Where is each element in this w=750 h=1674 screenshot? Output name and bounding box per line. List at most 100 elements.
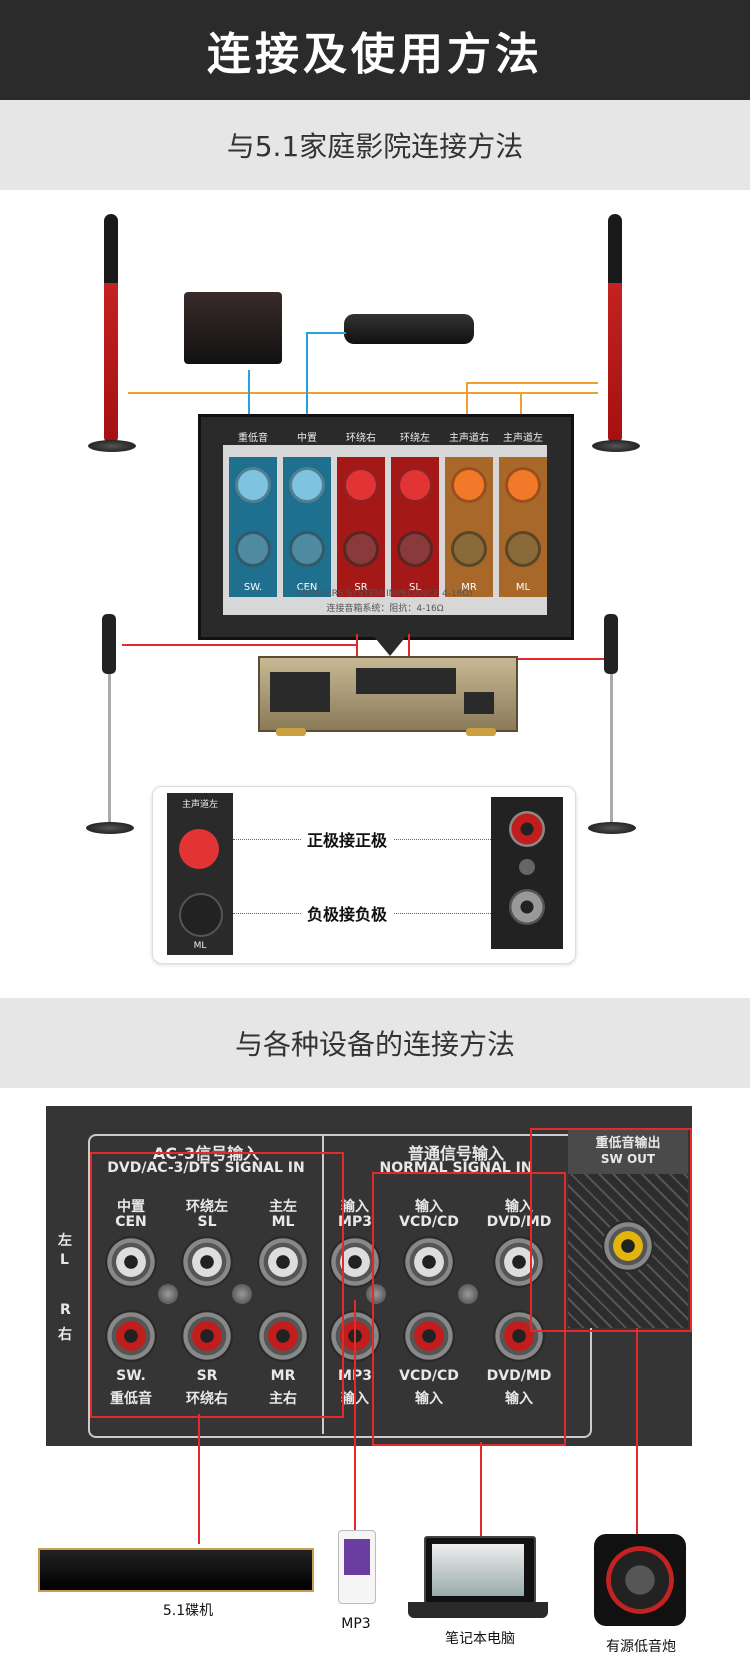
jack-label-bottom: MR <box>270 1368 296 1384</box>
jack-label-bottom: 重低音 <box>110 1391 152 1407</box>
terminal-plate <box>223 445 547 615</box>
terminal-label: 环绕左 <box>400 433 430 444</box>
positive-label: 正极接正极 <box>301 827 394 851</box>
jack-label-top: DVD/MD <box>486 1214 552 1230</box>
jack-label-top: CEN <box>115 1214 147 1230</box>
rca-jack-white[interactable] <box>181 1236 233 1288</box>
terminal-knob <box>505 531 541 567</box>
terminal-knob <box>343 467 379 503</box>
terminal-label: 重低音 <box>238 433 268 444</box>
device-label-laptop: 笔记本电脑 <box>445 1631 515 1647</box>
section-title: 与各种设备的连接方法 <box>234 1028 515 1061</box>
section-header-home-theater: 与5.1家庭影院连接方法 <box>0 100 750 190</box>
front-right-speaker-image <box>608 214 622 444</box>
inset-terminal-name: 主声道左 <box>181 800 218 810</box>
inset-terminal: 主声道左 ML <box>167 793 233 955</box>
rca-jack-white[interactable] <box>493 1236 545 1288</box>
terminal-ml: ML <box>499 457 547 597</box>
terminal-knob <box>451 467 487 503</box>
negative-knob <box>179 893 223 937</box>
jack-label-bottom: 输入 <box>415 1391 443 1407</box>
jack-label-bottom: 主右 <box>269 1391 297 1407</box>
positive-knob <box>179 829 219 869</box>
screw-icon <box>366 1284 386 1304</box>
subwoofer-cone <box>606 1546 674 1614</box>
highlight-sw-out <box>530 1128 692 1332</box>
jack-label-top: MP3 <box>338 1214 372 1230</box>
terminal-knob <box>451 531 487 567</box>
cable <box>466 382 598 384</box>
sw-out-header <box>568 1128 688 1174</box>
jack-label-top: 环绕左 <box>186 1199 228 1215</box>
mp3-screen <box>344 1539 370 1575</box>
negative-label: 负极接负极 <box>301 901 394 925</box>
terminal-knob <box>289 531 325 567</box>
connection-line-mp3 <box>354 1300 356 1530</box>
terminal-mr: MR <box>445 457 493 597</box>
cable <box>466 382 468 442</box>
amp-foot <box>466 728 496 736</box>
terminal-code: CEN <box>296 582 318 593</box>
panel-caption: SPEAKERS SYSTEM(IMPEDANCE 4-16Ω) <box>297 589 473 599</box>
sw-out-jack[interactable] <box>602 1220 654 1272</box>
rca-jack-red[interactable] <box>181 1310 233 1362</box>
front-left-speaker-image <box>104 214 118 444</box>
terminal-code: SW. <box>243 582 263 593</box>
terminal-knob <box>343 531 379 567</box>
terminal-code: ML <box>515 582 531 593</box>
jack-label-bottom: SR <box>196 1368 218 1384</box>
laptop-image <box>424 1536 536 1604</box>
terminal-knob <box>397 531 433 567</box>
jack-label-top: 输入 <box>341 1199 369 1215</box>
ac3-input-subtitle: DVD/AC-3/DTS SIGNAL IN <box>107 1160 305 1176</box>
connection-line-subwoofer <box>636 1328 638 1542</box>
rca-jack-white[interactable] <box>105 1236 157 1288</box>
jack-label-top: VCD/CD <box>399 1214 459 1230</box>
subwoofer-image <box>184 292 282 364</box>
terminal-knob <box>235 531 271 567</box>
screw-icon <box>232 1284 252 1304</box>
section-header-devices: 与各种设备的连接方法 <box>0 998 750 1088</box>
rca-jack-white[interactable] <box>257 1236 309 1288</box>
panel-divider <box>322 1134 324 1434</box>
terminal-label: 中置 <box>297 433 317 444</box>
rear-input-panel: AC-3信号输入 DVD/AC-3/DTS SIGNAL IN 普通信号输入 N… <box>46 1106 692 1446</box>
cable <box>306 332 308 440</box>
cable <box>306 332 346 334</box>
speaker-stand <box>610 674 613 824</box>
speaker-base <box>592 440 640 452</box>
page-banner: 连接及使用方法 <box>0 0 750 100</box>
terminal-knob <box>289 467 325 503</box>
cable <box>122 644 356 646</box>
amplifier-image <box>258 656 518 732</box>
jack-label-top: SL <box>197 1214 217 1230</box>
zoom-pointer <box>372 634 408 656</box>
jack-label-top: 输入 <box>415 1199 443 1215</box>
speaker-stand <box>108 674 111 824</box>
rca-jack-red[interactable] <box>105 1310 157 1362</box>
left-label-en: L <box>60 1252 69 1268</box>
terminal-code: MR <box>461 582 477 593</box>
highlight-ac3 <box>90 1152 344 1418</box>
device-label-dvd: 5.1碟机 <box>162 1603 214 1619</box>
connection-line-laptop <box>480 1442 482 1542</box>
jack-label-bottom: 输入 <box>505 1391 533 1407</box>
subwoofer-image <box>594 1534 686 1626</box>
rca-jack-red[interactable] <box>403 1310 455 1362</box>
speaker-base <box>86 822 134 834</box>
inset-terminal-code: ML <box>193 941 207 951</box>
dvd-player-image <box>38 1548 314 1592</box>
amp-foot <box>276 728 306 736</box>
jack-label-bottom: SW. <box>116 1368 146 1384</box>
rca-jack-white[interactable] <box>403 1236 455 1288</box>
terminal-cen: CEN <box>283 457 331 597</box>
jack-label-top: ML <box>271 1214 295 1230</box>
terminal-sr: SR <box>337 457 385 597</box>
center-speaker-image <box>344 314 474 344</box>
rca-jack-red[interactable] <box>493 1310 545 1362</box>
amp-panel <box>356 668 456 694</box>
amp-panel <box>464 692 494 714</box>
section-title: 与5.1家庭影院连接方法 <box>226 130 524 163</box>
terminal-label: 主声道左 <box>503 433 543 444</box>
rca-jack-red[interactable] <box>257 1310 309 1362</box>
